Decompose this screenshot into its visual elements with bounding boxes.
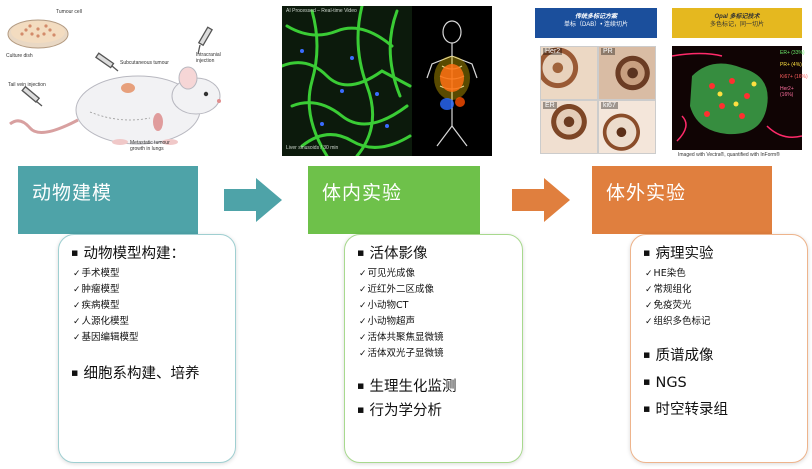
item-mass-spec: 质谱成像 bbox=[643, 347, 713, 366]
sub-item: 人源化模型 bbox=[73, 316, 130, 328]
illus-label: Culture dish bbox=[6, 53, 33, 59]
item-spatial: 时空转录组 bbox=[643, 401, 728, 420]
opal-banner-sub: 多色标记，同一切片 bbox=[709, 22, 764, 28]
her2-tile: Her2 bbox=[540, 46, 598, 100]
item-live-imaging: 活体影像 bbox=[357, 245, 427, 264]
in-vitro-box: 病理实验 HE染色 常规组化 免疫荧光 组织多色标记 质谱成像 NGS 时空转录… bbox=[630, 234, 808, 463]
mouse-model-illustration: Tumour cell Culture dish Subcutaneous tu… bbox=[0, 0, 240, 160]
illus-label: Tail vein injection bbox=[8, 82, 46, 88]
sub-item: 基因编辑模型 bbox=[73, 332, 139, 344]
item-ngs: NGS bbox=[643, 374, 686, 393]
pathology-illustration: 传统多标记方案 单标（DAB）• 连续切片 Opal 多标记技术 多色标记，同一… bbox=[532, 6, 808, 164]
sub-item: 近红外二区成像 bbox=[359, 284, 435, 296]
item-cell-line: 细胞系构建、培养 bbox=[71, 365, 199, 384]
legend-pr: PR+ (4%) bbox=[780, 62, 802, 68]
sub-item: 常规组化 bbox=[645, 284, 692, 296]
er-tile: ER bbox=[540, 100, 598, 154]
sub-item: 肿瘤模型 bbox=[73, 284, 120, 296]
item-pathology: 病理实验 bbox=[643, 245, 713, 264]
arrow-right-icon bbox=[224, 178, 282, 222]
illus-label: Metastatic tumour growth in lungs bbox=[130, 140, 170, 152]
header-title: 体内实验 bbox=[322, 182, 403, 204]
illus-label: Subcutaneous tumour bbox=[120, 60, 169, 66]
sub-item: 疾病模型 bbox=[73, 300, 120, 312]
sub-item: 组织多色标记 bbox=[645, 316, 711, 328]
illus-label: Tumour cell bbox=[56, 9, 82, 15]
sub-item: 小动物超声 bbox=[359, 316, 416, 328]
in-vivo-imaging-illustration: AI Processed – Real-time Video Liver sin… bbox=[282, 6, 492, 156]
legend-er: ER+ (33%) bbox=[780, 50, 805, 56]
header-in-vivo: 体内实验 bbox=[308, 166, 480, 234]
tile-label: PR bbox=[601, 48, 615, 55]
header-title: 动物建模 bbox=[32, 182, 113, 204]
animal-modeling-box: 动物模型构建： 手术模型 肿瘤模型 疾病模型 人源化模型 基因编辑模型 细胞系构… bbox=[58, 234, 236, 463]
tile-label: Her2 bbox=[543, 48, 563, 55]
sub-item: 小动物CT bbox=[359, 300, 409, 312]
imaging-title: AI Processed – Real-time Video bbox=[286, 8, 357, 14]
opal-multiplex-image bbox=[672, 46, 802, 150]
opal-banner-title: Opal 多标记技术 bbox=[714, 14, 760, 20]
pr-tile: PR bbox=[598, 46, 656, 100]
item-physiology: 生理生化监测 bbox=[357, 378, 456, 397]
legend-her2: Her2+ (16%) bbox=[780, 86, 794, 98]
header-animal-modeling: 动物建模 bbox=[18, 166, 198, 234]
dab-banner-title: 传统多标记方案 bbox=[574, 14, 617, 20]
ki67-tile: ki67 bbox=[598, 100, 656, 154]
pathology-caption: Imaged with Vectra®, quantified with InF… bbox=[678, 152, 780, 158]
dab-banner-sub: 单标（DAB）• 连续切片 bbox=[563, 22, 629, 28]
sub-item: 免疫荧光 bbox=[645, 300, 692, 312]
sub-item: 手术模型 bbox=[73, 268, 120, 280]
header-title: 体外实验 bbox=[606, 182, 687, 204]
legend-ki67: Ki67+ (16%) bbox=[780, 74, 808, 80]
sub-item: 活体双光子显微镜 bbox=[359, 348, 444, 360]
sub-item: 可见光成像 bbox=[359, 268, 416, 280]
sub-item: HE染色 bbox=[645, 268, 686, 280]
tile-label: ki67 bbox=[601, 102, 618, 109]
dab-banner: 传统多标记方案 单标（DAB）• 连续切片 bbox=[535, 8, 657, 38]
header-in-vitro: 体外实验 bbox=[592, 166, 772, 234]
item-animal-model-construction: 动物模型构建： bbox=[71, 245, 185, 264]
item-behavior: 行为学分析 bbox=[357, 402, 442, 421]
illus-label: Intracranial injection bbox=[196, 52, 221, 64]
tile-label: ER bbox=[543, 102, 557, 109]
sub-item: 活体共聚焦显微镜 bbox=[359, 332, 444, 344]
imaging-caption: Liver sinusoids / 30 min bbox=[286, 145, 339, 151]
arrow-right-icon bbox=[512, 178, 570, 222]
opal-banner: Opal 多标记技术 多色标记，同一切片 bbox=[672, 8, 802, 38]
in-vivo-box: 活体影像 可见光成像 近红外二区成像 小动物CT 小动物超声 活体共聚焦显微镜 … bbox=[344, 234, 523, 463]
